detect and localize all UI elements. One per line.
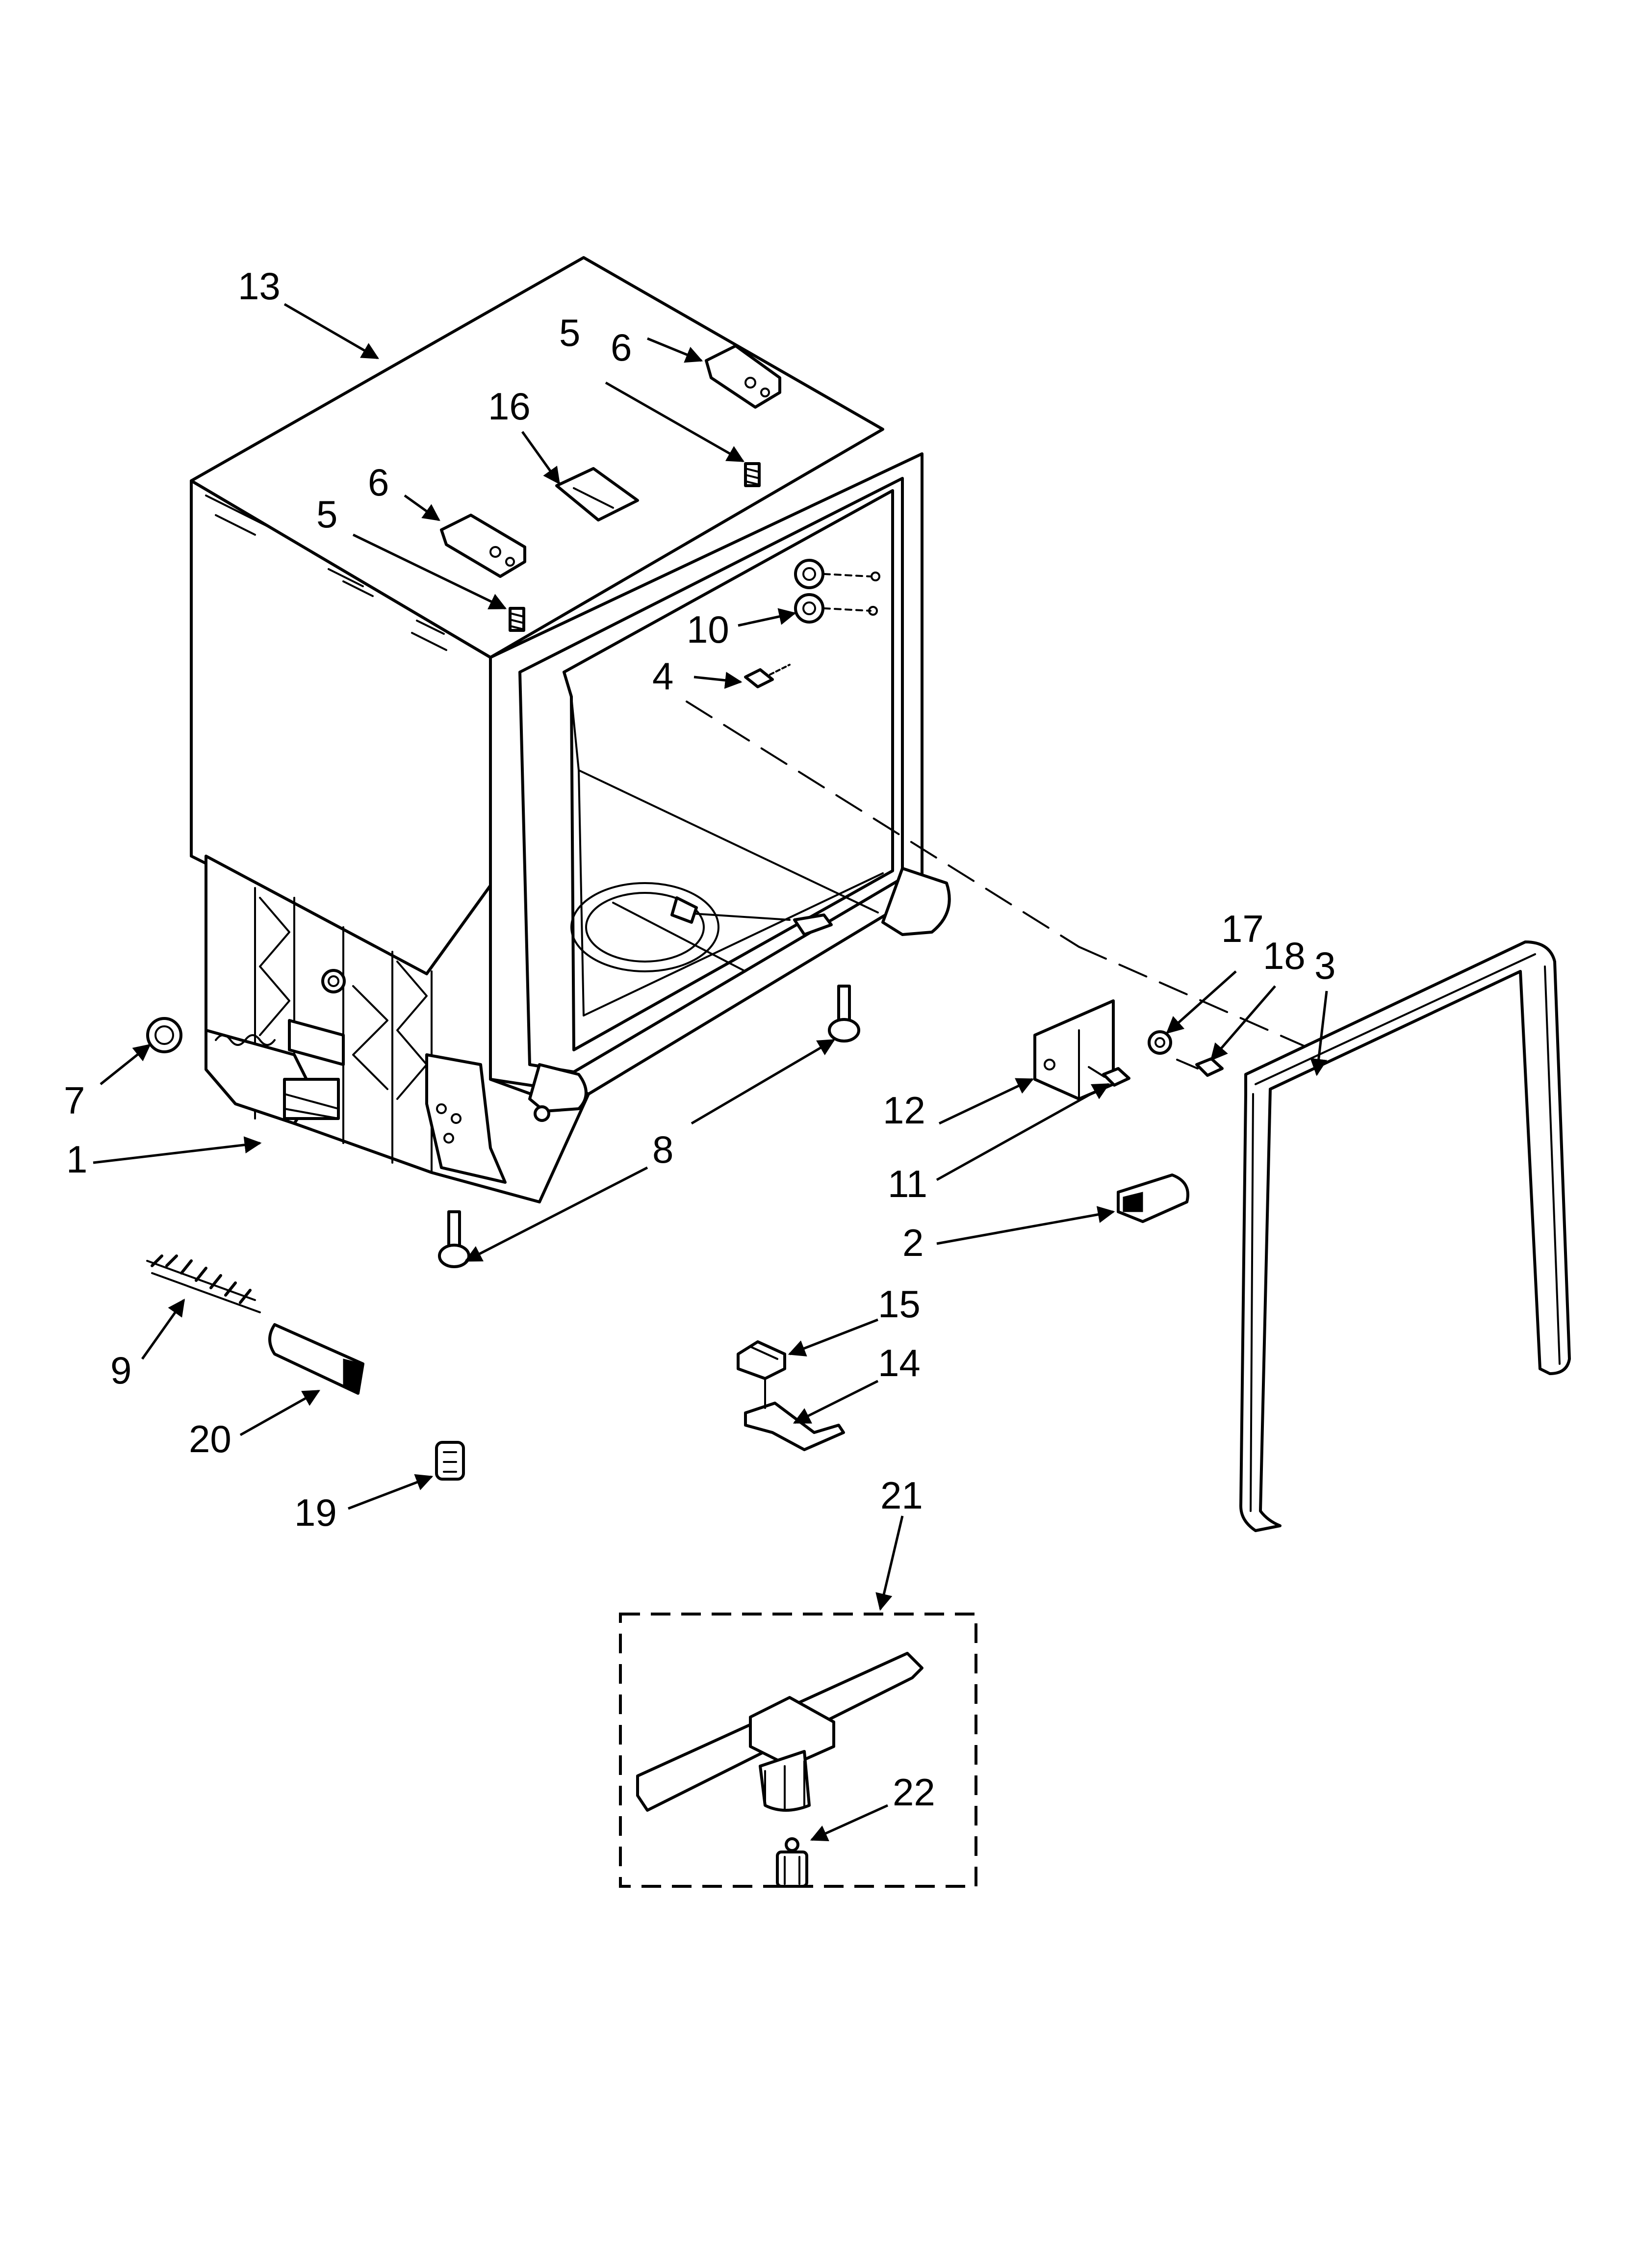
callout-16: 16	[488, 385, 531, 428]
callout-8: 8	[652, 1128, 673, 1171]
roller-part-10	[794, 559, 880, 624]
callout-labels: 13 6 5 16 6 5 10 4 17 18 3 7 1 8 12 11 2…	[64, 264, 1335, 1814]
callout-4: 4	[652, 654, 673, 698]
screw-part-11	[1088, 1066, 1130, 1087]
washer-part-17	[1148, 1030, 1172, 1055]
callout-3: 3	[1314, 944, 1335, 987]
callout-22: 22	[893, 1771, 935, 1814]
switch-part-15	[737, 1340, 786, 1380]
bracket-part-14	[744, 1378, 845, 1451]
part-22	[776, 1837, 808, 1888]
callout-6-top: 6	[611, 326, 632, 369]
callout-2: 2	[902, 1221, 924, 1264]
screw-part-5-top	[744, 462, 761, 487]
hinge-bracket-part-6-top	[705, 344, 781, 409]
screw-part-18	[1176, 1057, 1224, 1077]
plug-part-7	[146, 1017, 182, 1053]
hinge-bracket-part-6-left	[440, 514, 526, 578]
clip-part-16	[555, 467, 639, 521]
spring-part-9	[146, 1254, 261, 1313]
callout-19: 19	[294, 1491, 337, 1534]
callout-1: 1	[66, 1138, 87, 1181]
tub-assembly	[190, 256, 951, 1203]
assembly-box-part-21	[619, 1613, 977, 1888]
callout-17: 17	[1221, 907, 1264, 950]
callout-14: 14	[878, 1341, 921, 1384]
bracket-part-12	[1033, 999, 1115, 1100]
callout-5-left: 5	[316, 493, 337, 536]
pad-part-20	[268, 1323, 364, 1395]
callout-11: 11	[888, 1162, 927, 1205]
callout-21: 21	[880, 1474, 923, 1517]
latch-part-2	[1117, 1173, 1189, 1223]
callout-6-left: 6	[368, 461, 389, 504]
callout-7: 7	[64, 1079, 85, 1122]
callout-18: 18	[1263, 934, 1306, 977]
callout-20: 20	[189, 1417, 231, 1460]
callout-12: 12	[883, 1089, 925, 1132]
leveling-foot-part-8-right	[828, 985, 860, 1043]
leader-lines	[93, 303, 1328, 1841]
screw-part-5-left	[509, 607, 525, 632]
callout-9: 9	[110, 1349, 131, 1392]
leveling-foot-part-8-left	[438, 1210, 470, 1268]
alignment-line	[686, 701, 1080, 948]
clip-part-19	[435, 1441, 465, 1481]
callout-5-top: 5	[559, 311, 580, 354]
callout-15: 15	[878, 1282, 921, 1326]
callout-13: 13	[238, 264, 281, 308]
screw-part-4	[744, 664, 791, 688]
callout-10: 10	[687, 608, 729, 651]
door-gasket-part-3	[1239, 940, 1571, 1532]
